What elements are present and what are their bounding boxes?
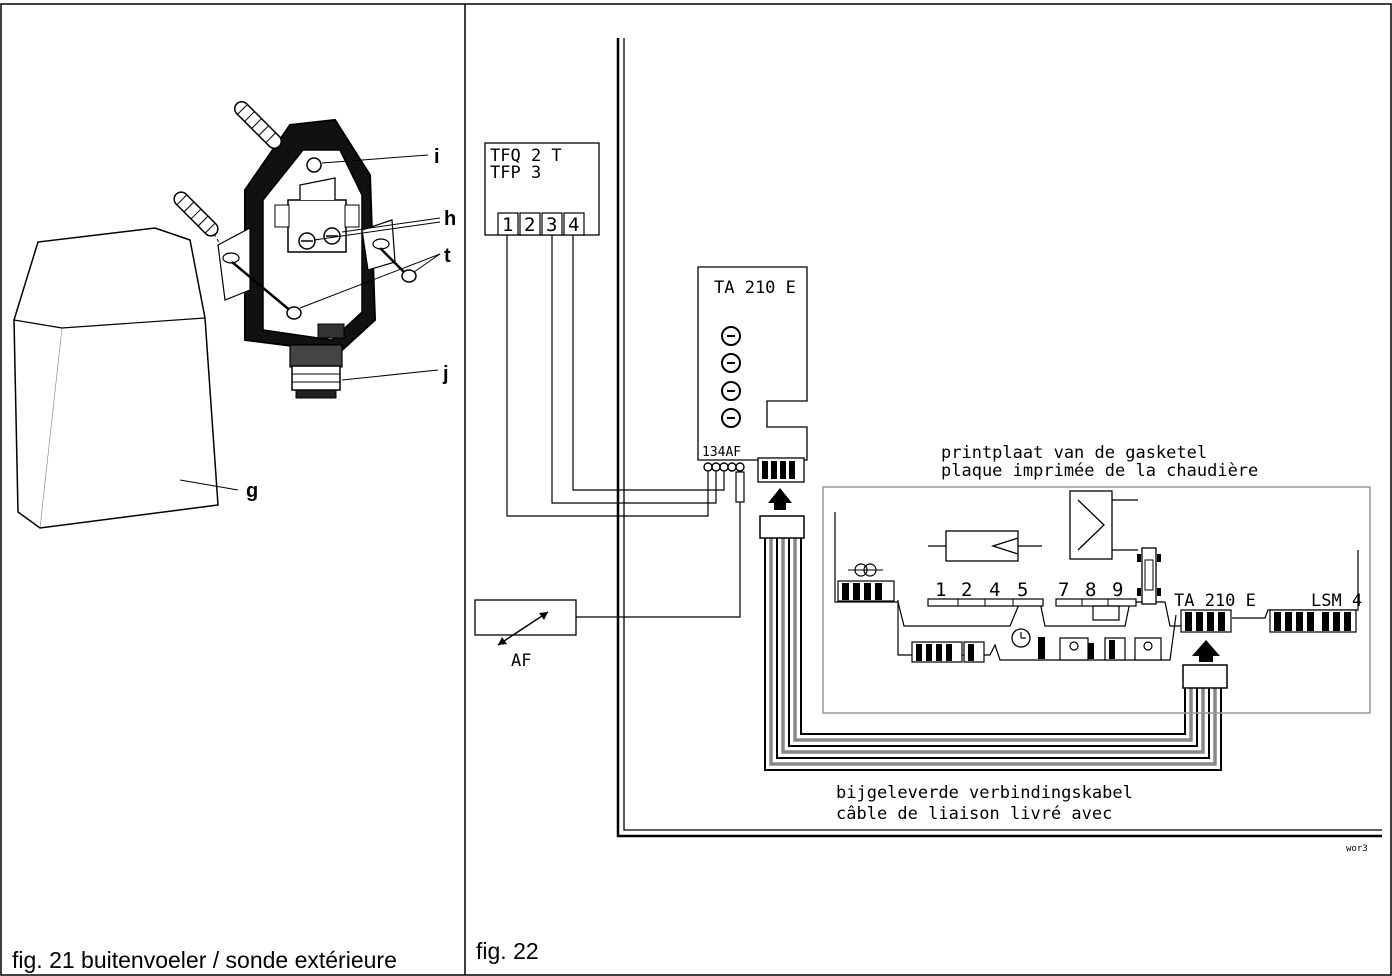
- pcb-num-8: 8: [1085, 579, 1096, 601]
- pcb-num-5: 5: [1017, 579, 1028, 601]
- module-connector: [757, 457, 805, 483]
- pcb-connector-ta-label: TA 210 E: [1174, 591, 1256, 611]
- fig22-drawing: wor3 TFQ 2 T TFP 3 1 2 3 4 TA 210 E: [474, 38, 1382, 854]
- label-h: h: [444, 208, 456, 230]
- outer-border: [0, 3, 1392, 976]
- terminal-2: 2: [524, 214, 535, 236]
- module-title: TA 210 E: [714, 278, 796, 298]
- pcb-terminal-strip-left: [927, 598, 1044, 607]
- terminal-4: 4: [568, 214, 579, 236]
- label-g: g: [246, 480, 258, 502]
- pcb-num-4: 4: [989, 579, 1000, 601]
- connection-cable: [759, 515, 1228, 771]
- label-t: t: [444, 245, 451, 267]
- drawing-code: wor3: [1346, 844, 1368, 854]
- pcb-outline: [822, 486, 1371, 714]
- fig21-drawing: g: [13, 100, 456, 529]
- arrow-to-board: [1192, 640, 1220, 662]
- pcb-num-9: 9: [1112, 579, 1123, 601]
- arrow-to-module: [768, 488, 792, 510]
- cable-label-nl: bijgeleverde verbindingskabel: [836, 783, 1133, 803]
- sensor-box-line1: TFQ 2 T: [490, 146, 562, 166]
- pcb-connector-ta: [1180, 609, 1232, 633]
- fig22-caption: fig. 22: [476, 938, 539, 964]
- terminal-1: 1: [502, 214, 513, 236]
- pcb-label-nl: printplaat van de gasketel: [941, 443, 1207, 463]
- terminal-3: 3: [546, 214, 557, 236]
- fig21-caption: fig. 21 buitenvoeler / sonde extérieure: [12, 947, 397, 973]
- potentiometer: [474, 599, 577, 636]
- module-knobs: [721, 326, 741, 428]
- module-terminal-label: 134AF: [702, 445, 741, 460]
- pcb-bottom-connectors: [911, 628, 1162, 663]
- pcb-terminal-strip-right: [1055, 598, 1137, 621]
- wall-line: [616, 38, 1382, 838]
- pcb-label-fr: plaque imprimée de la chaudière: [941, 461, 1258, 481]
- potentiometer-label: AF: [511, 651, 531, 671]
- module-screw-terminals: [703, 462, 745, 503]
- pcb-connector-power: [837, 580, 895, 602]
- pcb-num-7: 7: [1058, 579, 1069, 601]
- pcb-num-1: 1: [935, 579, 946, 601]
- sensor-box-line2: TFP 3: [490, 163, 541, 183]
- sensor-cover-g: [13, 227, 219, 529]
- label-j: j: [442, 363, 449, 385]
- cable-label-fr: câble de liaison livré avec: [836, 804, 1112, 824]
- pcb-connector-lsm-label: LSM 4: [1311, 591, 1362, 611]
- pcb-connector-lsm: [1269, 609, 1357, 633]
- label-i: i: [434, 146, 440, 168]
- pcb-num-2: 2: [961, 579, 972, 601]
